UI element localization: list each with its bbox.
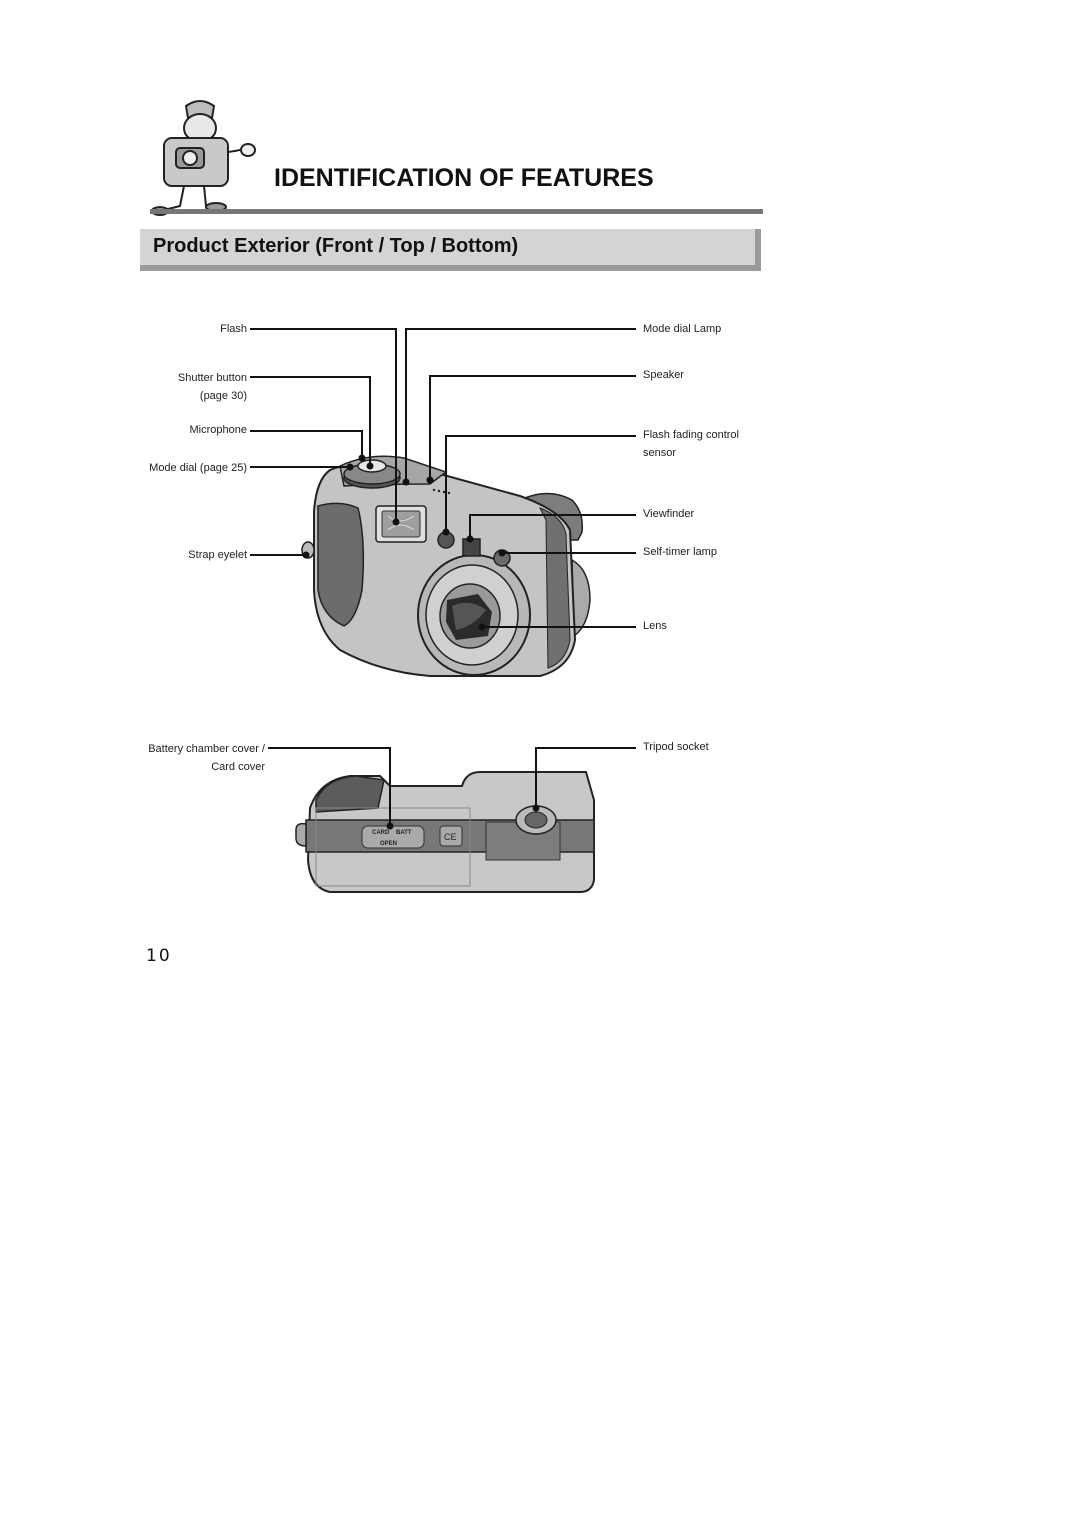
label-card-cover: Card cover xyxy=(211,761,265,773)
page-number: 10 xyxy=(146,946,172,966)
section-title: Product Exterior (Front / Top / Bottom) xyxy=(153,235,519,257)
marking-batt: BATT xyxy=(396,830,412,836)
label-viewfinder: Viewfinder xyxy=(643,508,695,520)
marking-open: OPEN xyxy=(380,841,397,847)
label-microphone: Microphone xyxy=(189,424,247,436)
label-speaker: Speaker xyxy=(643,369,684,381)
label-self-timer-lamp: Self-timer lamp xyxy=(643,546,717,558)
marking-card: CARD xyxy=(372,830,390,836)
label-shutter-button-page: (page 30) xyxy=(199,390,247,402)
label-flash-sensor: Flash fading control xyxy=(643,429,739,441)
label-lens: Lens xyxy=(643,620,667,632)
label-flash-sensor-2: sensor xyxy=(643,447,677,459)
page-title: IDENTIFICATION OF FEATURES xyxy=(274,164,654,192)
label-strap-eyelet: Strap eyelet xyxy=(188,549,247,561)
title-divider xyxy=(150,209,763,214)
label-flash: Flash xyxy=(220,323,247,335)
label-mode-dial: Mode dial (page 25) xyxy=(149,462,247,474)
marking-ce: CE xyxy=(444,832,457,842)
label-shutter-button: Shutter button xyxy=(177,372,247,384)
label-battery-cover: Battery chamber cover / xyxy=(148,743,265,755)
section-header: Product Exterior (Front / Top / Bottom) xyxy=(140,229,761,271)
label-mode-dial-lamp: Mode dial Lamp xyxy=(643,323,722,335)
label-tripod-socket: Tripod socket xyxy=(643,741,709,753)
